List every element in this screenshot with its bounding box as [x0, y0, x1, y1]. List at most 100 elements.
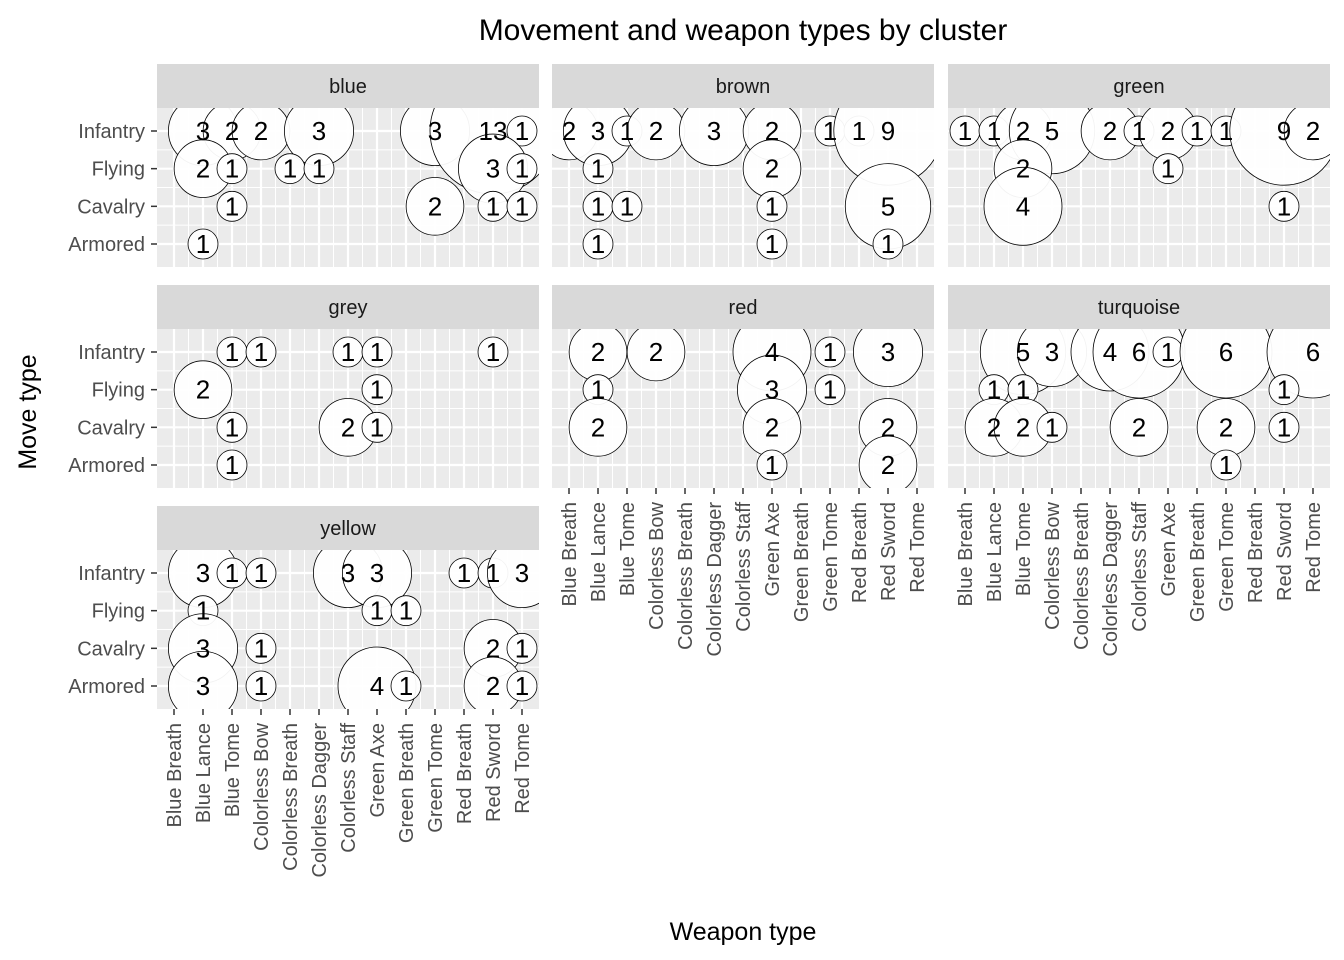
y-tick-label: Infantry: [78, 342, 145, 364]
count-label: 1: [823, 375, 837, 405]
y-tick-label: Flying: [92, 159, 145, 181]
bubble-point: [487, 550, 539, 608]
bubble-point: [506, 115, 538, 147]
x-tick-label: Red Breath: [454, 723, 476, 824]
count-label: 1: [1277, 412, 1291, 442]
facet-strip-label: turquoise: [1098, 297, 1180, 319]
count-label: 3: [370, 558, 384, 588]
bubble-point: [853, 329, 923, 387]
count-label: 4: [1016, 191, 1030, 221]
count-label: 2: [765, 116, 779, 146]
count-label: 2: [341, 412, 355, 442]
count-label: 2: [428, 191, 442, 221]
facet-strip-label: red: [729, 297, 758, 319]
y-tick-label: Cavalry: [77, 196, 145, 218]
bubble-point: [611, 190, 643, 222]
count-label: 2: [1132, 412, 1146, 442]
x-tick-label: Green Tome: [820, 502, 842, 612]
bubble-point: [216, 190, 248, 222]
count-label: 1: [515, 191, 529, 221]
facet-strip-label: brown: [716, 76, 770, 98]
bubble-point: [1152, 153, 1184, 185]
count-label: 1: [515, 671, 529, 701]
count-label: 1: [620, 191, 634, 221]
bubble-point: [390, 670, 422, 702]
x-tick-label: Colorless Bow: [646, 501, 668, 629]
count-label: 1: [225, 154, 239, 184]
x-tick-label: Red Sword: [483, 723, 505, 822]
x-tick-label: Blue Lance: [588, 502, 610, 602]
count-label: 1: [370, 337, 384, 367]
count-label: 2: [765, 412, 779, 442]
facet-strip: [948, 285, 1330, 329]
count-label: 1: [225, 558, 239, 588]
count-label: 1: [370, 375, 384, 405]
x-tick-label: Colorless Breath: [280, 723, 302, 871]
bubble-point: [506, 632, 538, 664]
count-label: 2: [1016, 154, 1030, 184]
x-tick-label: Blue Tome: [617, 502, 639, 596]
count-label: 2: [196, 154, 210, 184]
count-label: 4: [1103, 337, 1117, 367]
facet-strip-label: green: [1113, 76, 1164, 98]
x-tick-label: Blue Tome: [1013, 502, 1035, 596]
facet-strip: [157, 285, 539, 329]
facet-strip-label: grey: [329, 297, 368, 319]
x-tick-label: Red Breath: [1245, 502, 1267, 603]
count-label: 1: [591, 191, 605, 221]
y-tick-label: Armored: [68, 455, 145, 477]
bubble-point: [216, 411, 248, 443]
count-label: 5: [881, 191, 895, 221]
y-tick-label: Flying: [92, 380, 145, 402]
count-label: 1: [881, 229, 895, 259]
count-label: 1: [225, 191, 239, 221]
count-label: 4: [370, 671, 384, 701]
bubble-point: [216, 449, 248, 481]
count-label: 1: [486, 191, 500, 221]
count-label: 3: [196, 671, 210, 701]
count-label: 1: [254, 633, 268, 663]
bubble-point: [814, 374, 846, 406]
count-label: 6: [1306, 337, 1320, 367]
count-label: 1: [1190, 116, 1204, 146]
count-label: 3: [591, 116, 605, 146]
bubble-point: [1036, 411, 1068, 443]
bubble-point: [506, 190, 538, 222]
count-label: 1: [370, 412, 384, 442]
y-tick-label: Flying: [92, 601, 145, 623]
count-label: 3: [196, 116, 210, 146]
count-label: 3: [341, 558, 355, 588]
bubble-point: [756, 190, 788, 222]
x-tick-label: Red Sword: [1274, 502, 1296, 601]
count-label: 1: [765, 229, 779, 259]
x-tick-label: Red Sword: [878, 502, 900, 601]
bubble-point: [477, 336, 509, 368]
y-tick-label: Armored: [68, 234, 145, 256]
count-label: 3: [196, 633, 210, 663]
count-label: 1: [341, 337, 355, 367]
count-label: 2: [1103, 116, 1117, 146]
count-label: 1: [196, 229, 210, 259]
bubble-point: [245, 557, 277, 589]
count-label: 9: [881, 116, 895, 146]
count-label: 1: [620, 116, 634, 146]
count-label: 1: [1277, 375, 1291, 405]
facet-strip-label: blue: [329, 76, 367, 98]
count-label: 2: [1306, 116, 1320, 146]
x-tick-label: Colorless Dagger: [1100, 502, 1122, 657]
count-label: 1: [312, 154, 326, 184]
x-tick-label: Colorless Bow: [251, 722, 273, 850]
count-label: 1: [515, 154, 529, 184]
count-label: 3: [486, 154, 500, 184]
count-label: 3: [428, 116, 442, 146]
count-label: 1: [823, 116, 837, 146]
count-label: 1: [486, 337, 500, 367]
count-label: 1: [515, 633, 529, 663]
x-tick-label: Blue Breath: [955, 502, 977, 607]
count-label: 1: [765, 191, 779, 221]
